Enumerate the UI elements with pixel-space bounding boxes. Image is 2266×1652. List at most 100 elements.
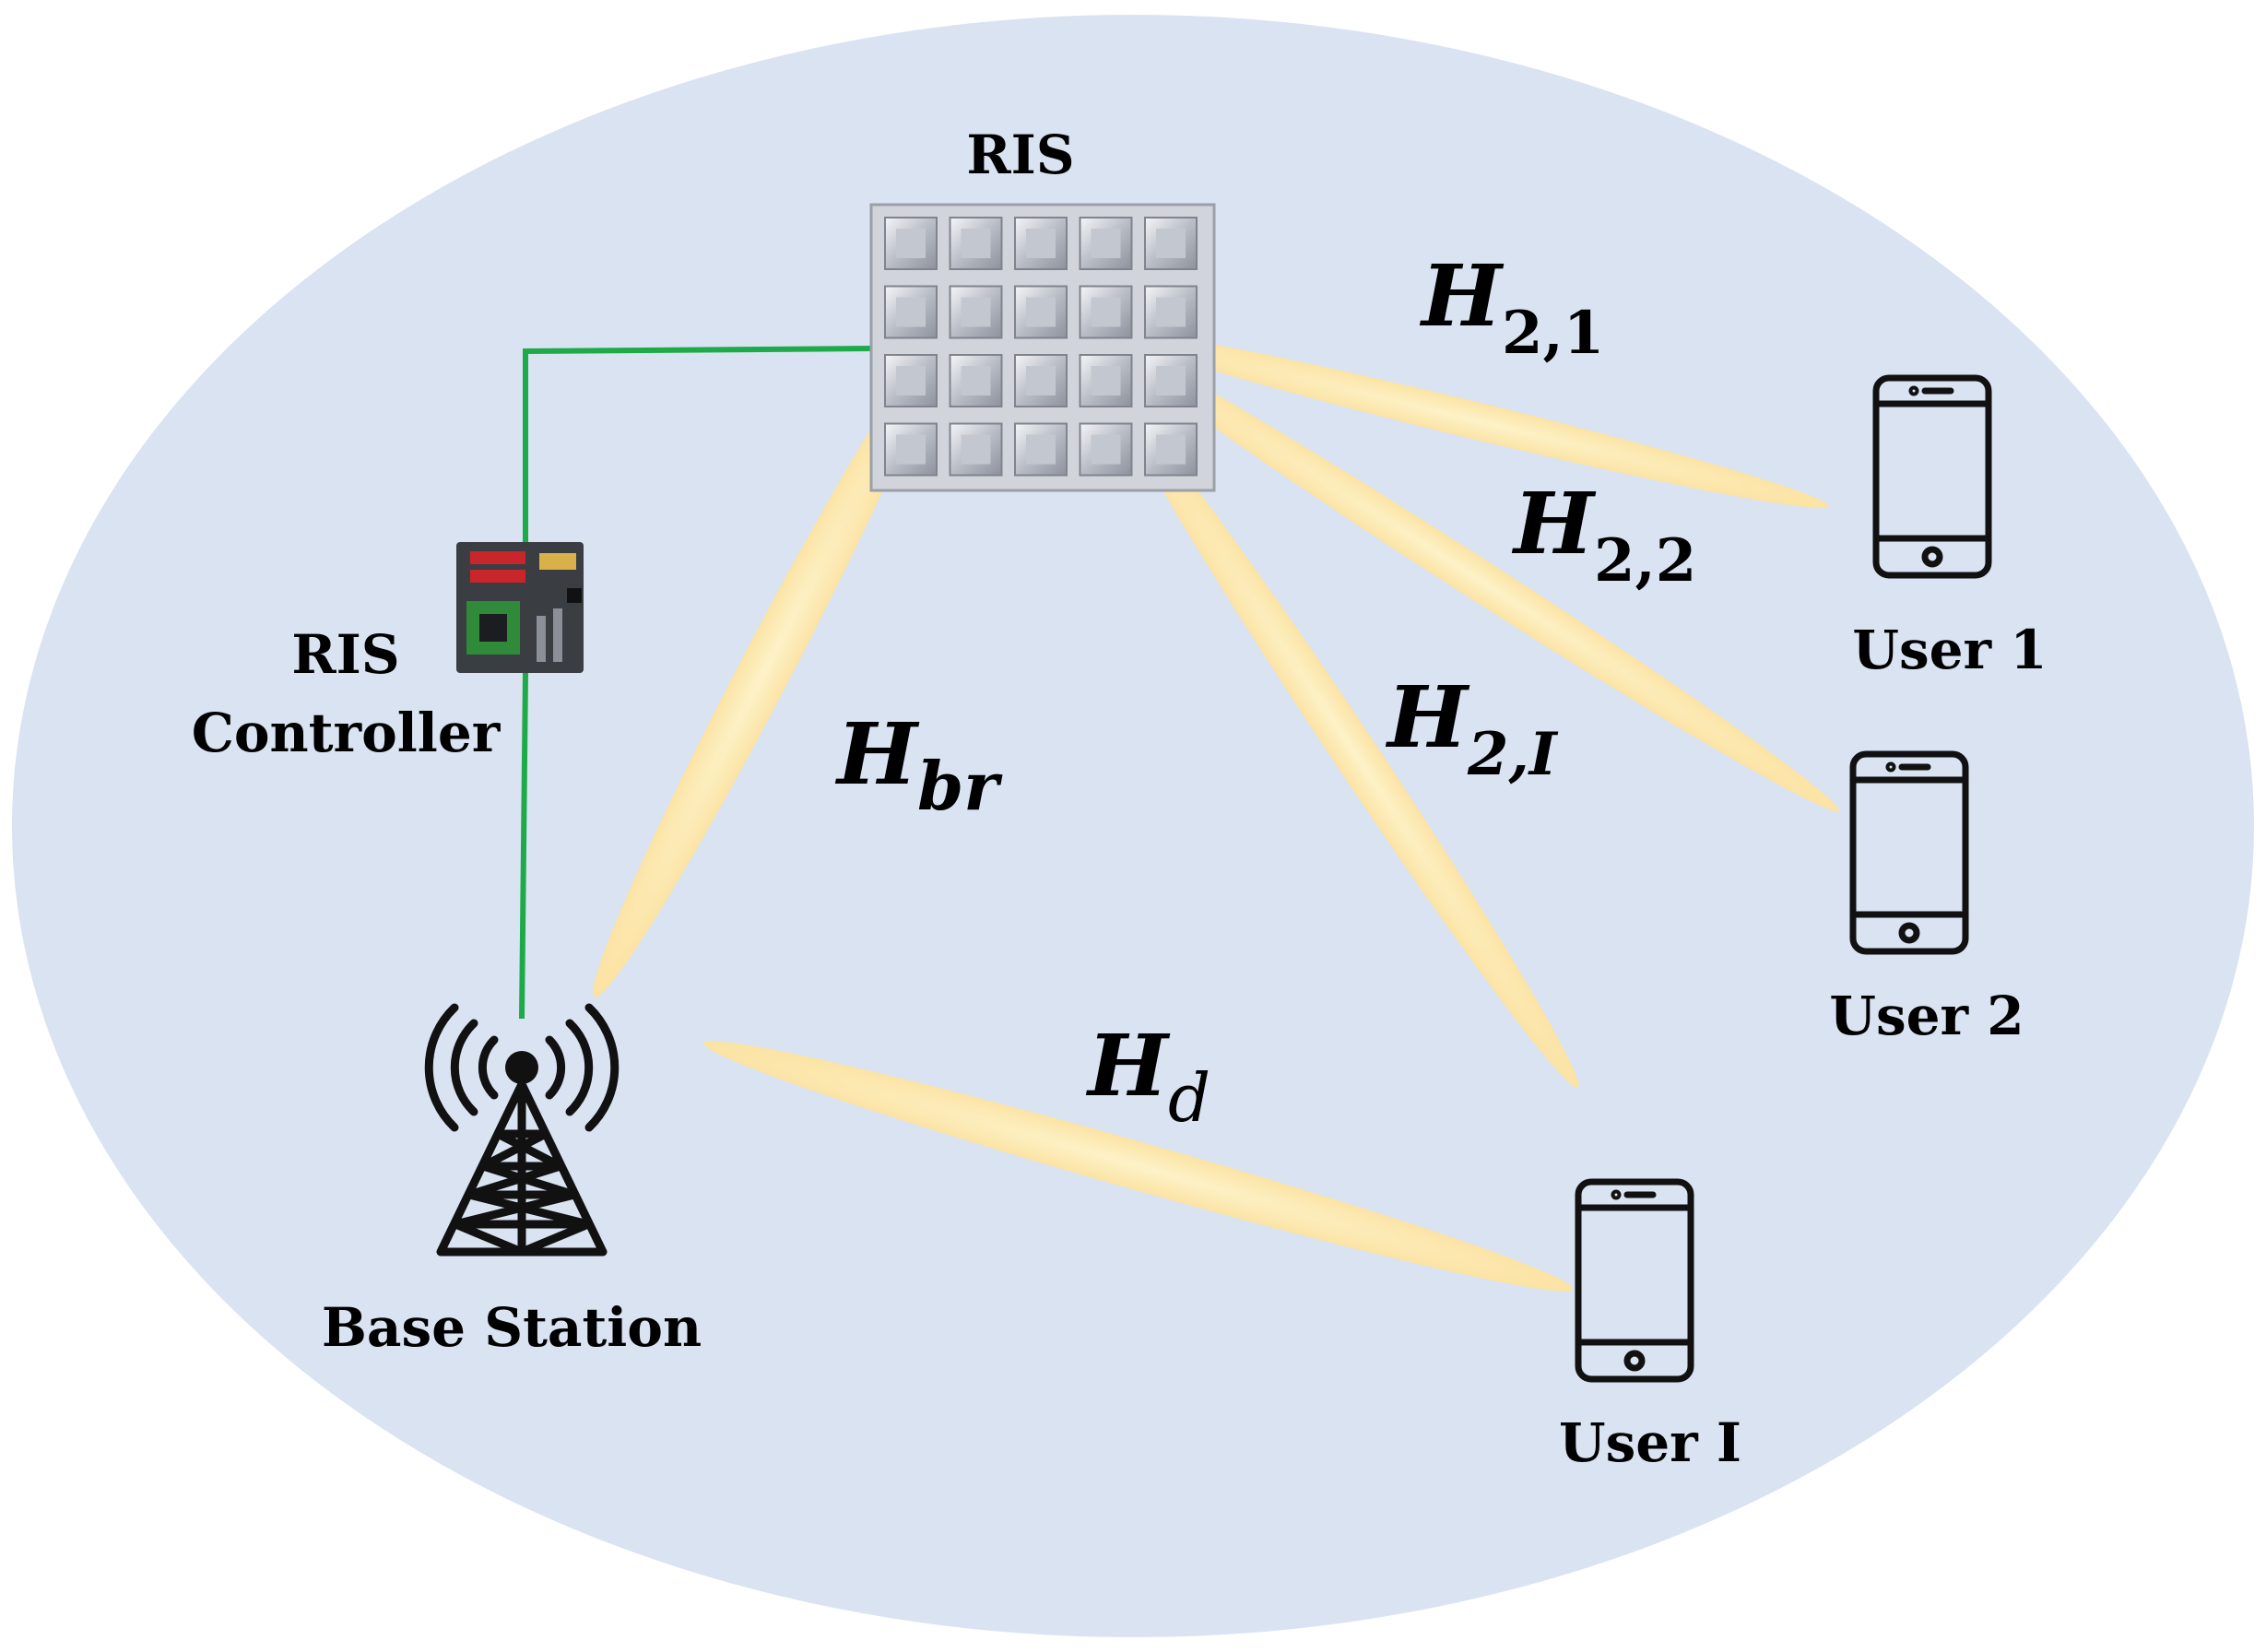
ris-label: RIS xyxy=(966,124,1074,186)
signal-wave-left-2 xyxy=(450,1019,478,1116)
base-station-label: Base Station xyxy=(322,1296,702,1359)
ris-element-face xyxy=(1026,366,1056,395)
ris-element xyxy=(1144,354,1198,407)
controller-connector xyxy=(539,553,576,570)
user1-label: User 1 xyxy=(1852,619,2047,681)
channel-h22-sub: 2,2 xyxy=(1594,526,1696,596)
ris-element-frame xyxy=(1144,354,1198,407)
userI-label: User I xyxy=(1559,1411,1741,1474)
smartphone-icon-user2 xyxy=(1849,750,1969,955)
ris-element xyxy=(1144,422,1198,477)
ris-metasurface-icon xyxy=(869,203,1216,492)
ris-element xyxy=(1079,285,1133,339)
ris-element xyxy=(1144,217,1198,270)
tower-antenna-dot xyxy=(505,1051,538,1084)
ris-element-face xyxy=(1026,229,1056,258)
beams xyxy=(593,330,1839,1292)
ris-element-face xyxy=(1091,366,1121,395)
ris-element-face xyxy=(896,434,926,465)
ris-element-face xyxy=(1091,229,1121,258)
controller-port xyxy=(567,588,582,603)
beam-hbr xyxy=(593,343,938,997)
phone-body xyxy=(1575,1178,1694,1383)
ris-element xyxy=(884,354,938,407)
ris-element xyxy=(1014,217,1068,270)
phone-camera-dot xyxy=(1885,761,1896,773)
ris-element-face xyxy=(1156,229,1186,258)
ris-element xyxy=(884,217,938,270)
ris-element-face xyxy=(1026,434,1056,465)
channel-h21-label: H2,1 xyxy=(1419,246,1604,368)
channel-h21-main: H xyxy=(1419,246,1505,346)
user-devices xyxy=(1575,374,1992,1383)
controller-strip-2 xyxy=(553,608,562,662)
user2-label: User 2 xyxy=(1829,985,2024,1047)
beam-h2I xyxy=(1122,405,1579,1089)
channel-h2I-sub: 2,I xyxy=(1467,720,1559,789)
controller-strip xyxy=(537,616,546,662)
channel-hd-main: H xyxy=(1085,1016,1171,1115)
channel-hbr-label: Hbr xyxy=(834,704,1003,825)
ris-element-face xyxy=(896,229,926,258)
channel-hbr-main: H xyxy=(834,704,920,804)
ris-element-frame xyxy=(1014,217,1068,270)
phone-camera-dot xyxy=(1908,385,1919,396)
beam-h21 xyxy=(1112,330,1829,509)
channel-h22-main: H xyxy=(1511,474,1597,573)
control-link xyxy=(523,346,872,544)
channel-h22-label: H2,2 xyxy=(1511,474,1696,596)
beam-h22 xyxy=(1102,336,1839,812)
control-link-lower xyxy=(519,672,528,1020)
phone-body xyxy=(1849,750,1969,955)
channel-h21-sub: 2,1 xyxy=(1502,299,1604,368)
signal-wave-right-2 xyxy=(565,1019,594,1116)
ris-controller-label-line1: RIS xyxy=(291,623,399,686)
ris-element xyxy=(1079,217,1133,270)
ris-element xyxy=(1014,354,1068,407)
ris-element-face xyxy=(896,366,926,395)
phone-camera-dot xyxy=(1611,1189,1622,1200)
cell-tower-icon xyxy=(424,1003,620,1257)
ris-element-face xyxy=(961,366,991,395)
ris-element xyxy=(884,285,938,339)
signal-wave-right-1 xyxy=(545,1035,566,1100)
ris-element xyxy=(949,422,1003,477)
signal-wave-left-1 xyxy=(478,1035,499,1100)
ris-element xyxy=(884,422,938,477)
circuit-board-icon xyxy=(456,542,584,673)
ris-element xyxy=(1014,422,1068,477)
channel-h2I-label: H2,I xyxy=(1385,667,1559,789)
signal-wave-left-3 xyxy=(424,1003,459,1132)
phone-body xyxy=(1872,374,1992,579)
ris-element xyxy=(949,285,1003,339)
phone-home-button xyxy=(1623,1350,1646,1372)
ris-element xyxy=(949,217,1003,270)
tower-body xyxy=(436,1080,608,1257)
channel-hd-sub: d xyxy=(1168,1059,1210,1137)
beam-hd xyxy=(703,1041,1574,1292)
ris-element xyxy=(1079,422,1133,477)
ris-element-face xyxy=(1091,434,1121,465)
ris-element xyxy=(1144,285,1198,339)
ris-element-face xyxy=(1156,366,1186,395)
ris-element-face xyxy=(1026,297,1056,327)
ris-element-face xyxy=(961,297,991,327)
ris-element-face xyxy=(961,434,991,465)
ris-element xyxy=(1079,354,1133,407)
phone-home-button xyxy=(1898,922,1920,944)
channel-hd-label: Hd xyxy=(1085,1016,1210,1137)
smartphone-icon-user1 xyxy=(1872,374,1992,579)
ris-element xyxy=(949,354,1003,407)
ris-element-face xyxy=(1091,297,1121,327)
ris-element-face xyxy=(1156,297,1186,327)
channel-h2I-main: H xyxy=(1385,667,1470,767)
ris-element xyxy=(1014,285,1068,339)
controller-red-component-1 xyxy=(470,551,525,564)
ris-controller-label-line2: Controller xyxy=(192,702,502,764)
ris-element-face xyxy=(896,297,926,327)
phone-home-button xyxy=(1921,546,1943,568)
smartphone-icon-userI xyxy=(1575,1178,1694,1383)
ris-element-face xyxy=(961,229,991,258)
controller-chip xyxy=(479,614,507,642)
ris-element-face xyxy=(1156,434,1186,465)
